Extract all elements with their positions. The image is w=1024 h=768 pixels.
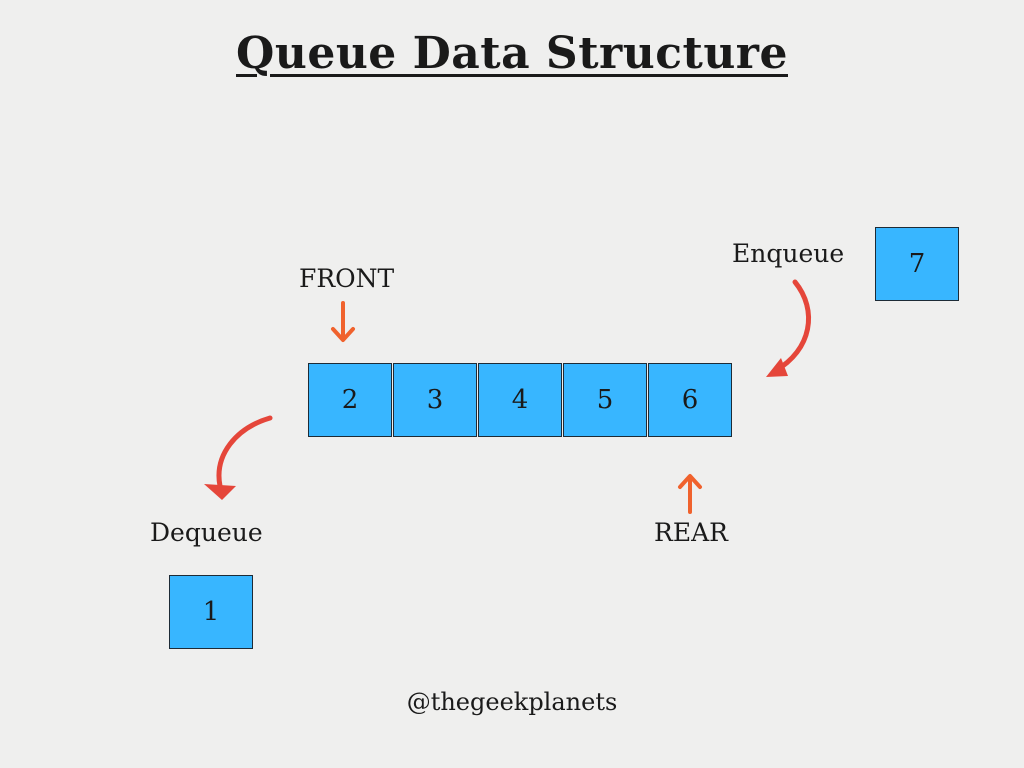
- title-text: Queue Data Structure: [236, 28, 788, 79]
- rear-label: REAR: [654, 518, 728, 547]
- front-pointer-arrow: [331, 301, 355, 342]
- queue-cell: 3: [393, 363, 477, 437]
- enqueue-curved-arrow: [766, 279, 811, 377]
- rear-pointer-arrow: [678, 474, 702, 514]
- front-label: FRONT: [299, 264, 395, 293]
- enqueue-element: 7: [875, 227, 959, 301]
- credit-handle: @thegeekplanets: [406, 688, 618, 716]
- queue-cell: 5: [563, 363, 647, 437]
- page-title: Queue Data Structure: [0, 28, 1024, 79]
- dequeue-curved-arrow: [204, 415, 273, 500]
- dequeue-label: Dequeue: [150, 518, 263, 547]
- queue-cell: 4: [478, 363, 562, 437]
- enqueue-label: Enqueue: [732, 239, 845, 268]
- queue-cell: 2: [308, 363, 392, 437]
- queue-cell: 6: [648, 363, 732, 437]
- dequeued-element: 1: [169, 575, 253, 649]
